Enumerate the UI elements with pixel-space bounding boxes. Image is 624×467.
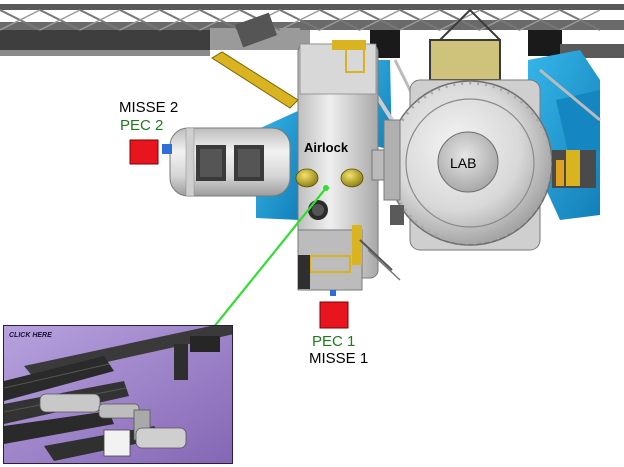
main-truss xyxy=(0,0,624,81)
airlock-label: Airlock xyxy=(304,140,349,155)
pec-1-label: PEC 1 xyxy=(312,333,356,350)
pec-2-box xyxy=(129,139,159,165)
pec-1-box xyxy=(319,301,349,329)
misse-2-label: MISSE 2 xyxy=(119,99,179,116)
misse-1-label: MISSE 1 xyxy=(309,350,369,367)
lab-label: LAB xyxy=(450,155,477,171)
node-module xyxy=(162,127,291,197)
overview-inset-link[interactable]: CLICK HERE xyxy=(3,325,233,464)
airlock-module xyxy=(295,40,401,296)
lab-module xyxy=(383,79,596,251)
station-overview-thumbnail xyxy=(4,326,232,463)
pointer-anchor-dot xyxy=(323,185,329,191)
inset-caption: CLICK HERE xyxy=(9,332,52,339)
pec-2-label: PEC 2 xyxy=(120,117,164,134)
